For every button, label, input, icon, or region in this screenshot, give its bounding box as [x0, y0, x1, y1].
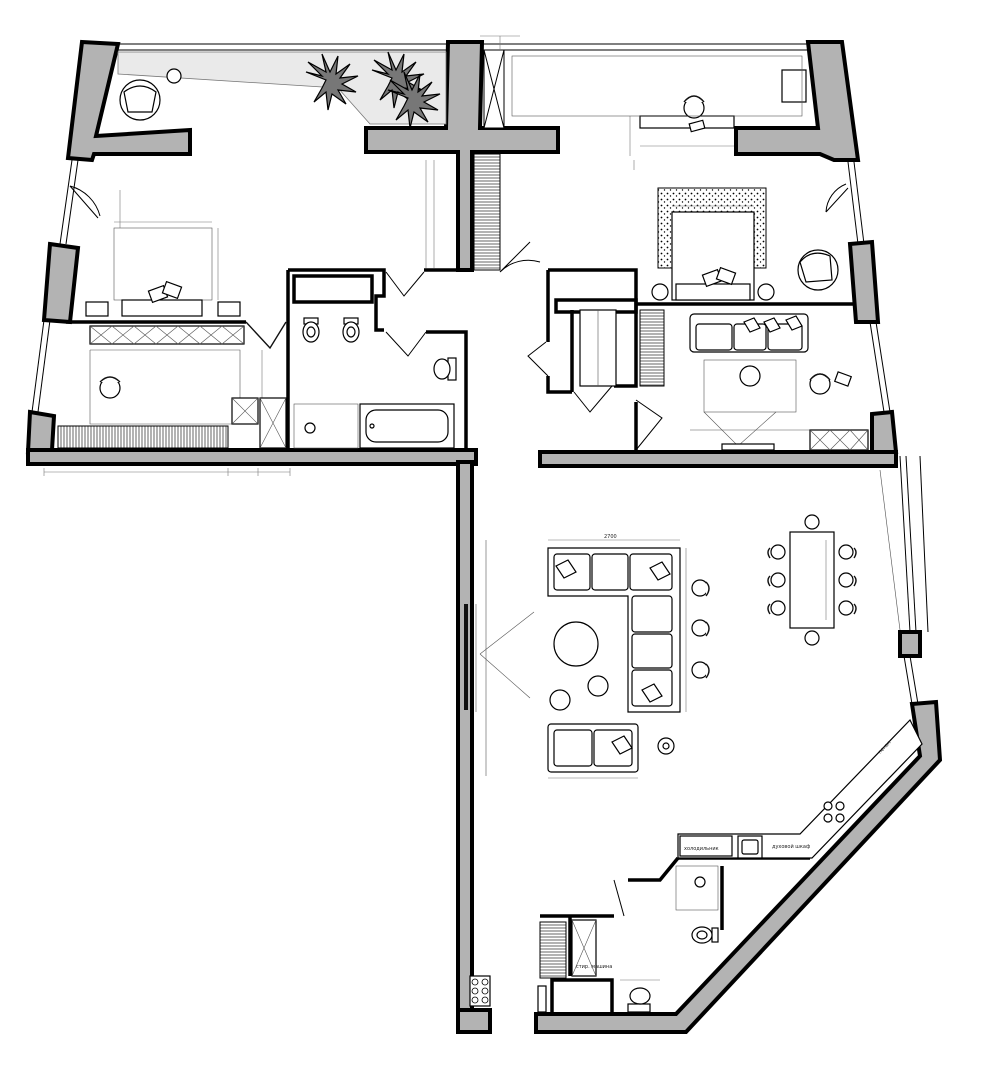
dining-set — [767, 514, 857, 646]
laptop — [688, 119, 706, 133]
desk — [639, 115, 735, 129]
plant-3 — [387, 71, 441, 129]
cabinet-top-right — [781, 69, 807, 103]
wall-long-vertical — [456, 460, 474, 1034]
dimension-lines — [425, 35, 635, 268]
fridge — [679, 835, 733, 857]
tv-console — [721, 443, 775, 451]
wall-top-right-corner — [734, 40, 861, 162]
oven-label: духовой шкаф — [772, 843, 810, 850]
wall-column — [898, 630, 922, 658]
armchair-balcony — [119, 79, 161, 121]
wall-bottom-stub — [456, 1008, 492, 1034]
sofa-lower — [547, 723, 639, 779]
toilet-lower — [691, 926, 719, 944]
wall-central-t — [364, 40, 560, 272]
plant-1 — [305, 53, 359, 111]
windows — [31, 43, 929, 705]
bidet — [342, 317, 360, 343]
floor-lamp — [657, 737, 675, 755]
armchair-right — [797, 249, 839, 291]
sink-lower — [627, 987, 651, 1013]
balcony-gravel — [117, 51, 447, 125]
main-living: 2700 — [469, 514, 857, 1007]
rug-upper — [703, 359, 797, 413]
balcony — [117, 51, 447, 129]
wall-top-left-corner — [65, 39, 192, 163]
left-bedroom — [43, 190, 291, 476]
kitchen-sink — [737, 835, 763, 859]
wall-left-bottom-pier — [25, 409, 57, 455]
dining-table — [789, 531, 835, 629]
pillow-2 — [161, 280, 183, 300]
coffee-table-small-2 — [549, 689, 571, 711]
laundry-label: стир. машина — [576, 964, 612, 970]
wall-diagonal — [534, 699, 943, 1034]
wall-right-bottom-pier — [870, 409, 899, 454]
coffee-table-upper — [739, 365, 761, 387]
wall-left-pier — [41, 241, 81, 325]
right-study — [511, 55, 839, 301]
bar-stools — [691, 579, 710, 679]
fridge-label: холодильник — [684, 846, 719, 852]
upper-living — [579, 309, 869, 451]
desk-chair-top — [683, 95, 705, 119]
plant-2 — [371, 51, 425, 109]
bathtub — [359, 403, 455, 449]
bathroom-lower: стир. машина — [537, 865, 719, 1013]
bed-headboard — [121, 299, 203, 317]
nightstand-left — [85, 301, 109, 317]
toilet — [302, 317, 320, 343]
desk-chair-left — [99, 376, 121, 399]
corner-sofa — [547, 539, 687, 713]
closet-grates — [57, 49, 665, 979]
wall-lower-left-horizontal — [26, 448, 478, 466]
wall-right-pier — [847, 239, 881, 324]
dim-sofa: 2700 — [604, 534, 617, 540]
nightstand-right — [217, 301, 241, 317]
coffee-table-large — [553, 621, 599, 667]
doors — [69, 183, 849, 917]
heater — [537, 985, 547, 1013]
side-table — [166, 68, 182, 84]
sofa-upper — [689, 313, 809, 353]
shower-area — [293, 403, 359, 449]
cabinet-upper-living — [809, 429, 869, 451]
sink-top — [433, 357, 457, 381]
cooktop — [823, 801, 845, 823]
wall-lower-right-horizontal — [538, 450, 898, 468]
kitchen: холодильник духовой шкаф пенал — [677, 718, 923, 859]
coffee-table-small — [587, 675, 609, 697]
bathroom-top — [293, 317, 457, 449]
bed-right-headboard — [675, 283, 751, 301]
outer-walls — [25, 39, 943, 1034]
chair-upper-living — [809, 371, 853, 395]
